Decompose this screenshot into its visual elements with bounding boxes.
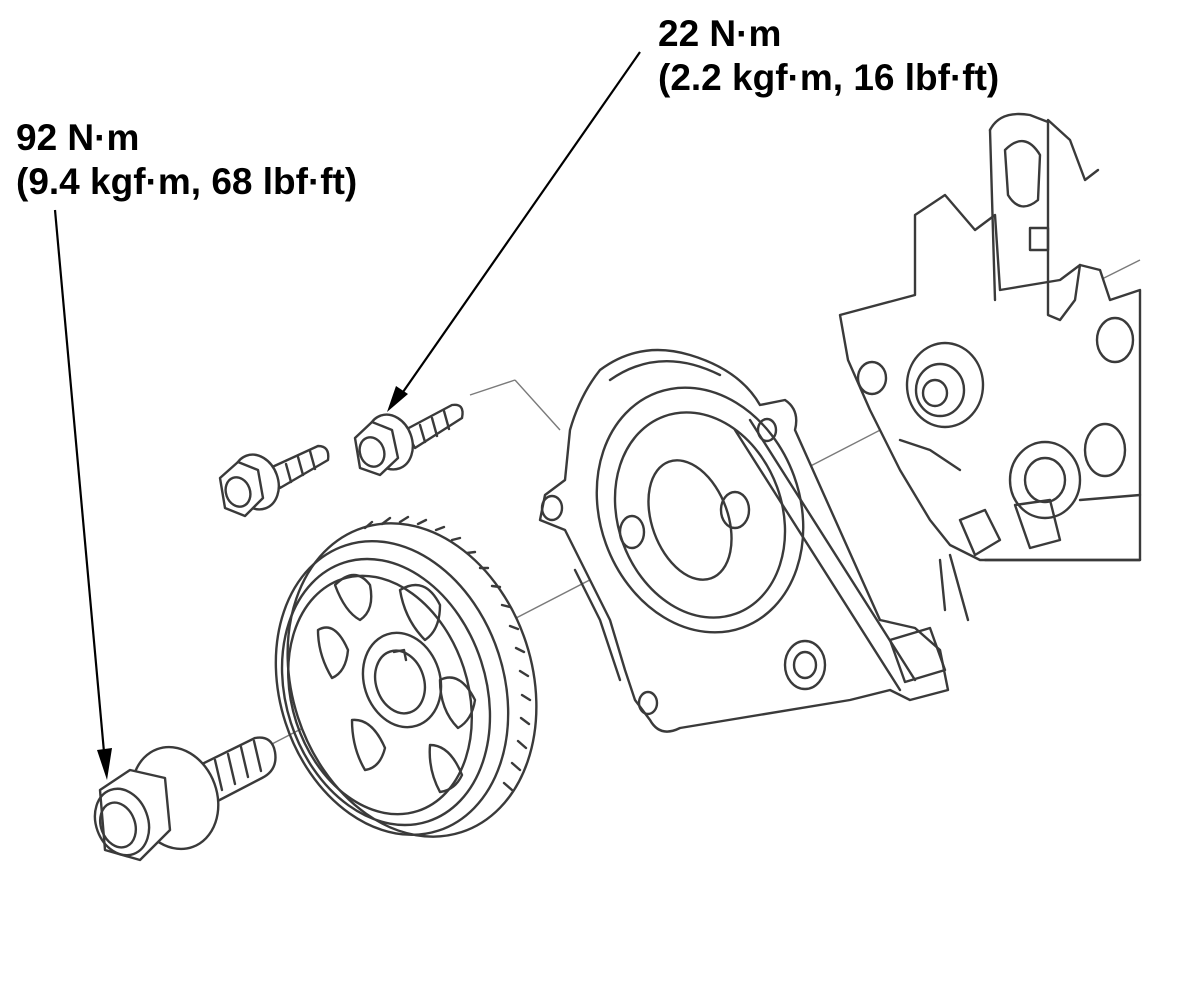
pulley-teeth	[363, 515, 532, 792]
crank-bolt-torque-label: 92 N·m (9.4 kgf·m, 68 lbf·ft)	[16, 116, 357, 204]
cover-bolt-torque-alt: (2.2 kgf·m, 16 lbf·ft)	[658, 57, 1000, 98]
crank-bolt-torque-nm: 92 N·m	[16, 117, 140, 158]
cover-bolt-upper	[353, 403, 464, 477]
timing-pulley	[274, 515, 538, 838]
engine-block	[838, 112, 1142, 622]
leader-arrow-crank-bolt	[53, 209, 112, 780]
crank-bolt-torque-alt: (9.4 kgf·m, 68 lbf·ft)	[16, 161, 358, 202]
back-cover	[538, 348, 950, 733]
leader-arrow-cover-bolt	[387, 51, 641, 412]
crank-bolt	[93, 736, 277, 862]
cover-bolt-torque-label: 22 N·m (2.2 kgf·m, 16 lbf·ft)	[658, 12, 999, 100]
cover-bolt-lower	[218, 444, 330, 518]
cover-bolt-torque-nm: 22 N·m	[658, 13, 782, 54]
